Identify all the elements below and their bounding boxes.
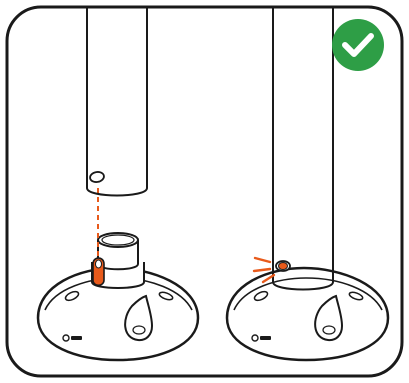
right-locking-pin xyxy=(279,263,288,270)
success-badge xyxy=(332,19,384,71)
left-socket xyxy=(92,233,144,288)
right-base xyxy=(227,268,388,360)
